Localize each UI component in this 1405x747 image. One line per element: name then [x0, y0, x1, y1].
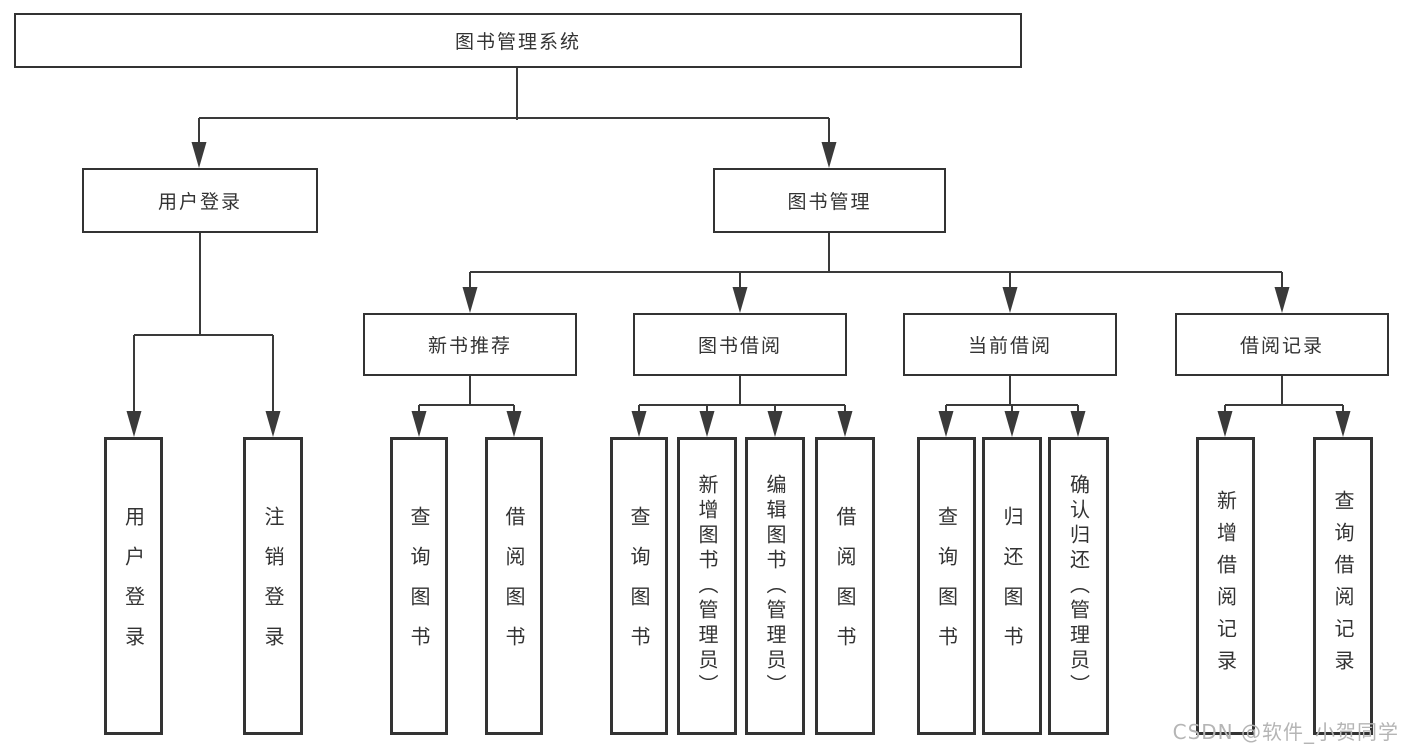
arrowhead: [837, 411, 853, 437]
arrowhead: [506, 411, 522, 437]
arrowhead: [462, 287, 478, 313]
node-leaf-borrow-books-borrowing: 借阅图书: [815, 437, 875, 735]
arrowhead: [1070, 411, 1086, 437]
arrowhead: [938, 411, 954, 437]
node-label: 编辑图书（管理员）: [763, 473, 787, 699]
node-borrowing-records: 借阅记录: [1175, 313, 1389, 376]
node-leaf-add-borrow-record: 新增借阅记录: [1196, 437, 1255, 735]
node-user-login: 用户登录: [82, 168, 318, 233]
node-leaf-query-books-borrowing: 查询图书: [610, 437, 668, 735]
node-label: 注销登录: [261, 506, 285, 666]
node-label: 新增借阅记录: [1213, 490, 1238, 682]
node-book-borrowing: 图书借阅: [633, 313, 847, 376]
arrowhead: [126, 411, 142, 437]
arrowhead: [732, 287, 748, 313]
arrowhead: [1002, 287, 1018, 313]
node-label: 借阅记录: [1239, 335, 1324, 357]
node-label: 图书借阅: [697, 335, 782, 357]
node-label: 当前借阅: [967, 335, 1052, 357]
node-leaf-edit-books-admin: 编辑图书（管理员）: [745, 437, 805, 735]
connector-user-login-children: [126, 233, 281, 437]
connector-book-management-children: [462, 233, 1290, 313]
node-label: 图书管理系统: [454, 31, 581, 53]
node-label: 新增图书（管理员）: [695, 473, 719, 699]
node-new-book-recommend: 新书推荐: [363, 313, 577, 376]
node-label: 新书推荐: [427, 335, 512, 357]
node-leaf-query-books-current: 查询图书: [917, 437, 976, 735]
arrowhead: [1335, 411, 1351, 437]
arrowhead: [767, 411, 783, 437]
connector-root-to-level2: [191, 68, 837, 168]
node-leaf-borrow-books-recommend: 借阅图书: [485, 437, 543, 735]
arrowhead: [1004, 411, 1020, 437]
arrowhead: [265, 411, 281, 437]
node-leaf-logout: 注销登录: [243, 437, 303, 735]
node-label: 用户登录: [157, 191, 242, 213]
node-leaf-user-login: 用户登录: [104, 437, 163, 735]
arrowhead: [631, 411, 647, 437]
node-current-borrowing: 当前借阅: [903, 313, 1117, 376]
connector-new-book-recommend-children: [411, 376, 522, 437]
arrowhead: [821, 142, 837, 168]
node-library-management-system: 图书管理系统: [14, 13, 1022, 68]
arrowhead: [411, 411, 427, 437]
node-leaf-return-books: 归还图书: [982, 437, 1042, 735]
node-label: 借阅图书: [833, 506, 857, 666]
node-label: 用户登录: [121, 506, 146, 666]
arrowhead: [699, 411, 715, 437]
node-label: 图书管理: [787, 191, 872, 213]
node-leaf-query-borrow-record: 查询借阅记录: [1313, 437, 1373, 735]
node-book-management: 图书管理: [713, 168, 946, 233]
arrowhead: [1217, 411, 1233, 437]
arrowhead: [191, 142, 207, 168]
connector-book-borrowing-children: [631, 376, 853, 437]
node-label: 归还图书: [1000, 506, 1024, 666]
node-leaf-confirm-return-admin: 确认归还（管理员）: [1048, 437, 1109, 735]
csdn-watermark: CSDN @软件_小贺同学: [1172, 720, 1399, 744]
node-label: 查询图书: [407, 506, 431, 666]
connector-borrowing-records-children: [1217, 376, 1351, 437]
node-label: 确认归还（管理员）: [1066, 473, 1091, 699]
node-leaf-query-books-recommend: 查询图书: [390, 437, 448, 735]
node-label: 查询借阅记录: [1331, 490, 1355, 682]
node-label: 查询图书: [934, 506, 959, 666]
node-label: 借阅图书: [502, 506, 526, 666]
arrowhead: [1274, 287, 1290, 313]
node-leaf-add-books-admin: 新增图书（管理员）: [677, 437, 737, 735]
node-label: 查询图书: [627, 506, 651, 666]
connector-current-borrowing-children: [938, 376, 1086, 437]
